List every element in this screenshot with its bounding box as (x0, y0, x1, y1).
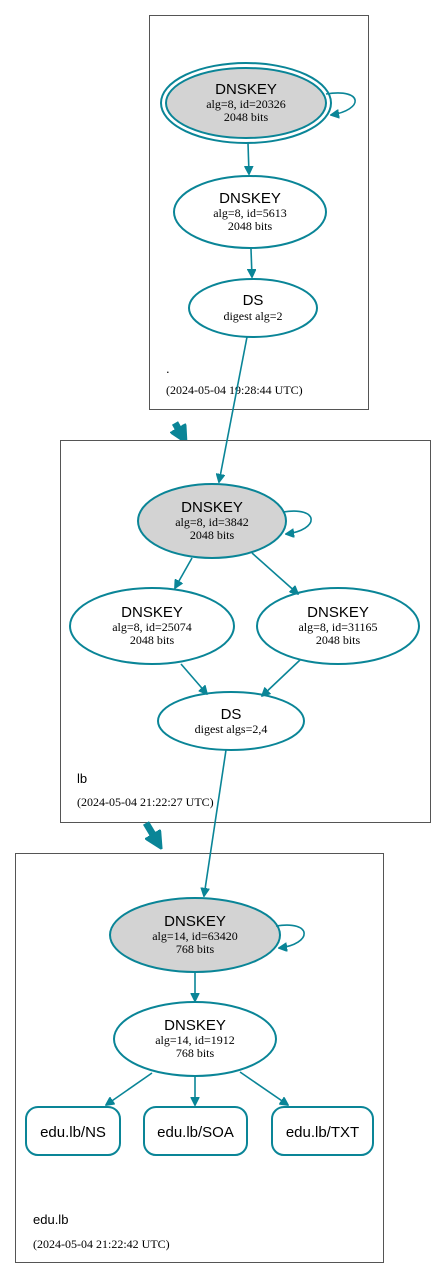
zone-root: DNSKEY alg=8, id=20326 2048 bits DNSKEY … (149, 15, 369, 410)
root-ds-ellipse (188, 278, 318, 338)
root-ksk-to-zsk-edge (248, 142, 249, 174)
lb-ksk-line2: 2048 bits (190, 528, 235, 542)
lb-zsk1-node[interactable]: DNSKEY alg=8, id=25074 2048 bits (69, 587, 235, 665)
zone-edu-lb-timestamp: (2024-05-04 21:22:42 UTC) (33, 1237, 170, 1251)
edu-lb-ksk-node[interactable]: DNSKEY alg=14, id=63420 768 bits (109, 897, 281, 973)
edu-lb-zsk-line2: 768 bits (176, 1046, 215, 1060)
zone-edu-lb-name: edu.lb (33, 1212, 68, 1227)
edu-lb-ksk-line1: alg=14, id=63420 (152, 929, 238, 943)
root-zsk-to-ds-edge (251, 248, 252, 277)
rrset-soa-box (143, 1106, 248, 1156)
lb-zsk2-line1: alg=8, id=31165 (298, 620, 377, 634)
delegation-lb-to-edu-lb (142, 821, 158, 843)
edu-lb-ksk-line2: 768 bits (176, 942, 215, 956)
zone-edu-lb: DNSKEY alg=14, id=63420 768 bits DNSKEY … (15, 853, 384, 1263)
lb-ds-type: DS (221, 706, 242, 723)
edu-lb-zsk-line1: alg=14, id=1912 (155, 1033, 235, 1047)
edu-lb-ksk-type: DNSKEY (164, 913, 226, 930)
lb-zsk1-to-ds-edge (180, 663, 207, 694)
edu-lb-zsk-to-ns-edge (106, 1072, 153, 1105)
root-ds-line1: digest alg=2 (223, 309, 282, 323)
root-zsk-line1: alg=8, id=5613 (213, 206, 287, 220)
lb-zsk1-ellipse (69, 587, 235, 665)
root-ksk-node[interactable]: DNSKEY alg=8, id=20326 2048 bits (160, 62, 332, 144)
rrset-ns-label: edu.lb/NS (40, 1124, 106, 1141)
lb-ksk-node[interactable]: DNSKEY alg=8, id=3842 2048 bits (137, 483, 287, 559)
rrset-soa-node[interactable]: edu.lb/SOA (143, 1106, 248, 1156)
rrset-txt-label: edu.lb/TXT (286, 1124, 359, 1141)
delegation-root-to-lb (175, 421, 183, 437)
lb-ds-ellipse (157, 691, 305, 751)
lb-ds-to-edu-lb-ksk-edge (204, 749, 227, 896)
lb-zsk2-to-ds-edge (262, 659, 301, 696)
lb-zsk2-line2: 2048 bits (316, 633, 361, 647)
root-ksk-type: DNSKEY (215, 81, 277, 98)
lb-ds-node[interactable]: DS digest algs=2,4 (157, 691, 305, 751)
zone-lb-timestamp: (2024-05-04 21:22:27 UTC) (77, 795, 214, 809)
zone-lb: DNSKEY alg=8, id=3842 2048 bits DNSKEY a… (60, 440, 431, 823)
lb-zsk1-line2: 2048 bits (130, 633, 175, 647)
root-zsk-node[interactable]: DNSKEY alg=8, id=5613 2048 bits (173, 175, 327, 249)
lb-ksk-ellipse (137, 483, 287, 559)
rrset-txt-node[interactable]: edu.lb/TXT (271, 1106, 374, 1156)
root-ksk-inner (165, 67, 327, 139)
root-ksk-line1: alg=8, id=20326 (206, 97, 286, 111)
root-ds-node[interactable]: DS digest alg=2 (188, 278, 318, 338)
lb-zsk2-ellipse (256, 587, 420, 665)
lb-ksk-line1: alg=8, id=3842 (175, 515, 249, 529)
lb-ksk-self-edge (282, 510, 312, 534)
root-zsk-type: DNSKEY (219, 190, 281, 207)
rrset-soa-label: edu.lb/SOA (157, 1124, 234, 1141)
rrset-ns-box (25, 1106, 121, 1156)
root-ksk-line2: 2048 bits (224, 110, 269, 124)
rrset-ns-node[interactable]: edu.lb/NS (25, 1106, 121, 1156)
edu-lb-zsk-node[interactable]: DNSKEY alg=14, id=1912 768 bits (113, 1001, 277, 1077)
lb-zsk2-node[interactable]: DNSKEY alg=8, id=31165 2048 bits (256, 587, 420, 665)
edu-lb-zsk-type: DNSKEY (164, 1017, 226, 1034)
lb-ksk-to-zsk2-edge (251, 552, 298, 594)
zone-root-name: . (166, 361, 170, 376)
root-ksk-self-edge (325, 92, 356, 115)
edu-lb-zsk-to-txt-edge (239, 1071, 288, 1105)
root-zsk-line2: 2048 bits (228, 219, 273, 233)
lb-zsk1-type: DNSKEY (121, 604, 183, 621)
rrset-txt-box (271, 1106, 374, 1156)
lb-zsk1-line1: alg=8, id=25074 (112, 620, 192, 634)
lb-zsk2-type: DNSKEY (307, 604, 369, 621)
root-ds-to-lb-ksk-edge (219, 336, 248, 482)
lb-ksk-to-zsk1-edge (175, 557, 193, 588)
root-ds-type: DS (243, 292, 264, 309)
lb-ds-line1: digest algs=2,4 (195, 722, 268, 736)
lb-ksk-type: DNSKEY (181, 499, 243, 516)
edu-lb-ksk-self-edge (275, 924, 305, 948)
root-zsk-ellipse (173, 175, 327, 249)
zone-root-timestamp: (2024-05-04 19:28:44 UTC) (166, 383, 303, 397)
zone-lb-name: lb (77, 771, 87, 786)
